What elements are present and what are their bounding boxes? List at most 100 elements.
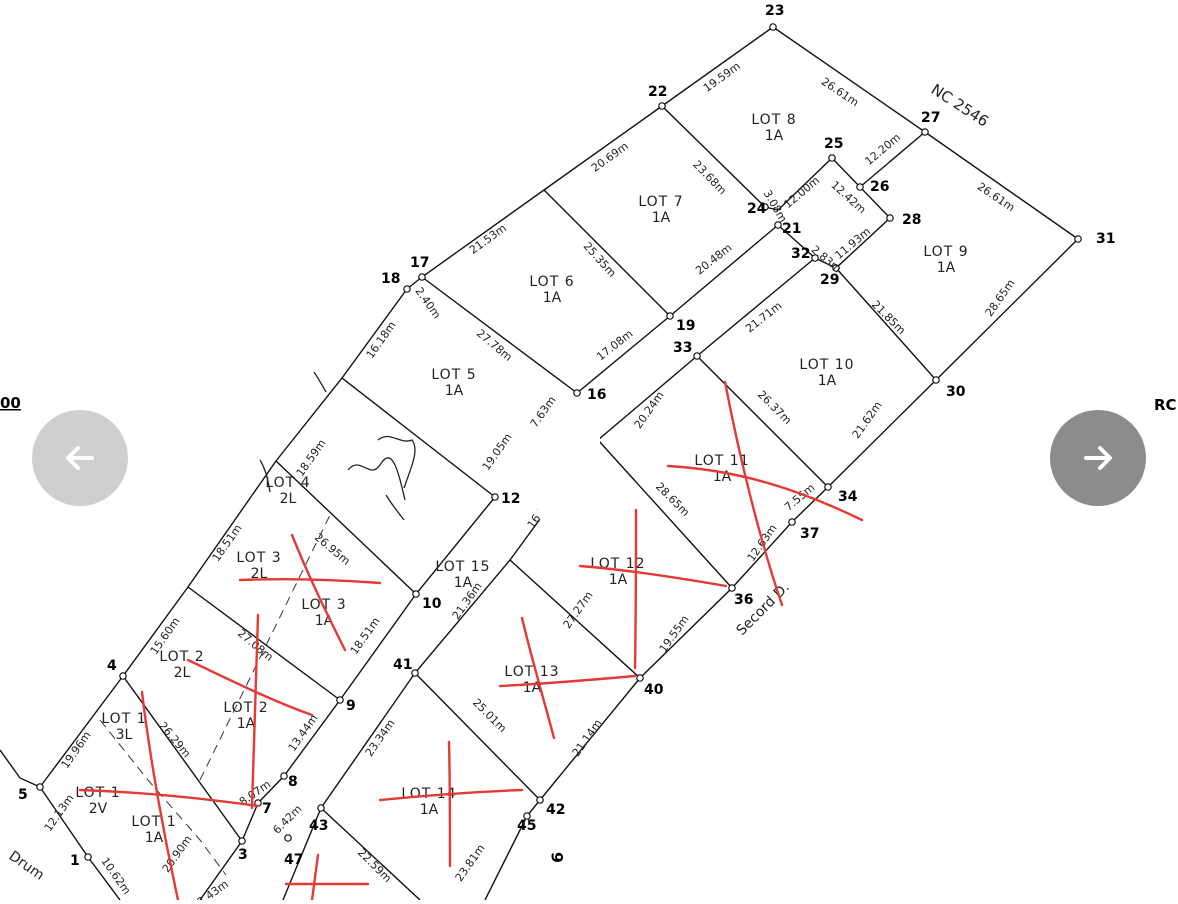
dimension-label: 23.81m bbox=[453, 842, 488, 884]
survey-point-marker bbox=[36, 783, 44, 791]
survey-point-label: 18 bbox=[381, 271, 400, 287]
lot-zone: 1A bbox=[420, 802, 439, 818]
dimension-label: 19.96m bbox=[59, 729, 94, 771]
survey-point-label: 27 bbox=[921, 110, 940, 126]
survey-point-marker bbox=[238, 837, 246, 845]
lot-label: LOT 11A bbox=[131, 814, 176, 846]
dimension-label: 27.08m bbox=[235, 627, 276, 664]
survey-point-marker bbox=[832, 264, 840, 272]
lot-zone: 1A bbox=[145, 830, 164, 846]
survey-point-marker bbox=[119, 672, 127, 680]
survey-point-label: 33 bbox=[673, 340, 692, 356]
survey-point-marker bbox=[636, 674, 644, 682]
lot-label: LOT 91A bbox=[923, 244, 968, 276]
survey-point-label: 28 bbox=[902, 212, 921, 228]
survey-point-marker bbox=[403, 285, 411, 293]
lot-label: LOT 21A bbox=[223, 700, 267, 732]
next-button[interactable] bbox=[1050, 410, 1146, 506]
survey-point-marker bbox=[811, 254, 819, 262]
dimension-label: 23.43m bbox=[189, 878, 231, 900]
lot-label: LOT 42L bbox=[265, 475, 309, 507]
survey-point-marker bbox=[761, 203, 769, 211]
survey-point-marker bbox=[280, 772, 288, 780]
dimension-label: 19.59m bbox=[701, 60, 743, 95]
edge-text: RC bbox=[1154, 396, 1177, 414]
misc-mark: 6 bbox=[548, 852, 567, 863]
dimension-label: 20.48m bbox=[693, 241, 734, 277]
dashed-line bbox=[99, 719, 227, 876]
lot-name: LOT 3 bbox=[236, 550, 281, 566]
survey-point-marker bbox=[856, 183, 864, 191]
dimension-label: 20.69m bbox=[589, 140, 631, 175]
survey-point-marker bbox=[693, 352, 701, 360]
lot-name: LOT 10 bbox=[799, 357, 854, 373]
survey-point-marker bbox=[769, 23, 777, 31]
survey-point-marker bbox=[828, 154, 836, 162]
lot-zone: 1A bbox=[818, 373, 837, 389]
lot-zone: 1A bbox=[237, 716, 256, 732]
lot-name: LOT 1 bbox=[131, 814, 176, 830]
survey-point-label: 23 bbox=[765, 3, 784, 19]
dimension-label: 19.05m bbox=[480, 431, 515, 473]
survey-point-label: 47 bbox=[284, 852, 303, 868]
dimension-label: 22.59m bbox=[355, 846, 394, 885]
survey-point-label: 41 bbox=[393, 657, 412, 673]
lot-zone: 1A bbox=[543, 290, 562, 306]
dimension-label: 10.62m bbox=[98, 855, 133, 897]
lot-zone: 3L bbox=[116, 727, 133, 743]
dimension-label: 18.59m bbox=[294, 437, 329, 479]
street-label: Drum bbox=[6, 848, 47, 884]
survey-point-marker bbox=[728, 584, 736, 592]
survey-point-label: 34 bbox=[838, 489, 858, 505]
arrow-left-icon bbox=[66, 446, 94, 470]
previous-button[interactable] bbox=[32, 410, 128, 506]
lot-name: LOT 6 bbox=[529, 274, 574, 290]
dimension-label: 11.93m bbox=[832, 225, 873, 262]
dimension-label: 28.65m bbox=[983, 277, 1018, 319]
lot-name: LOT 8 bbox=[751, 112, 796, 128]
survey-point-label: 42 bbox=[546, 802, 565, 818]
lot-name: LOT 2 bbox=[159, 649, 204, 665]
erased-area bbox=[520, 410, 600, 520]
lot-label: LOT 12V bbox=[75, 785, 119, 817]
red-x-marks bbox=[78, 380, 864, 902]
lot-name: LOT 5 bbox=[431, 367, 476, 383]
survey-point-label: 40 bbox=[644, 682, 664, 698]
dimension-label: 12.00m bbox=[781, 174, 822, 211]
survey-point-label: 21 bbox=[782, 221, 801, 237]
dimension-label: 19.55m bbox=[657, 613, 692, 655]
survey-point-label: 3 bbox=[238, 847, 248, 863]
arrow-right-icon bbox=[1084, 446, 1112, 470]
survey-point-label: 4 bbox=[107, 658, 117, 674]
survey-point-marker bbox=[523, 812, 531, 820]
lot-name: LOT 1 bbox=[101, 711, 146, 727]
survey-point-marker bbox=[921, 128, 929, 136]
survey-point-marker bbox=[284, 834, 292, 842]
dimension-label: 21.85m bbox=[869, 298, 908, 337]
survey-point-marker bbox=[491, 493, 499, 501]
survey-point-label: 17 bbox=[410, 255, 429, 271]
dimension-label: 26.95m bbox=[312, 531, 353, 568]
survey-point-label: 7 bbox=[262, 801, 272, 817]
survey-point-label: 24 bbox=[747, 201, 767, 217]
survey-point-marker bbox=[418, 273, 426, 281]
survey-point-marker bbox=[886, 214, 894, 222]
dimension-label: 23.68m bbox=[690, 158, 729, 197]
lot-name: LOT 13 bbox=[504, 664, 559, 680]
survey-point-label: 29 bbox=[820, 272, 839, 288]
survey-point-marker bbox=[658, 102, 666, 110]
lot-zone: 2L bbox=[280, 491, 297, 507]
lot-name: LOT 9 bbox=[923, 244, 968, 260]
survey-point-label: 8 bbox=[288, 774, 298, 790]
survey-point-label: 12 bbox=[501, 491, 520, 507]
dimension-label: 26.37m bbox=[755, 388, 794, 427]
dimension-label: 17.08m bbox=[594, 327, 635, 363]
dimension-label: 21.71m bbox=[743, 299, 784, 335]
survey-point-label: 37 bbox=[800, 526, 819, 542]
survey-point-marker bbox=[317, 804, 325, 812]
handwriting-scribble bbox=[259, 371, 416, 521]
survey-point-label: 43 bbox=[309, 818, 328, 834]
